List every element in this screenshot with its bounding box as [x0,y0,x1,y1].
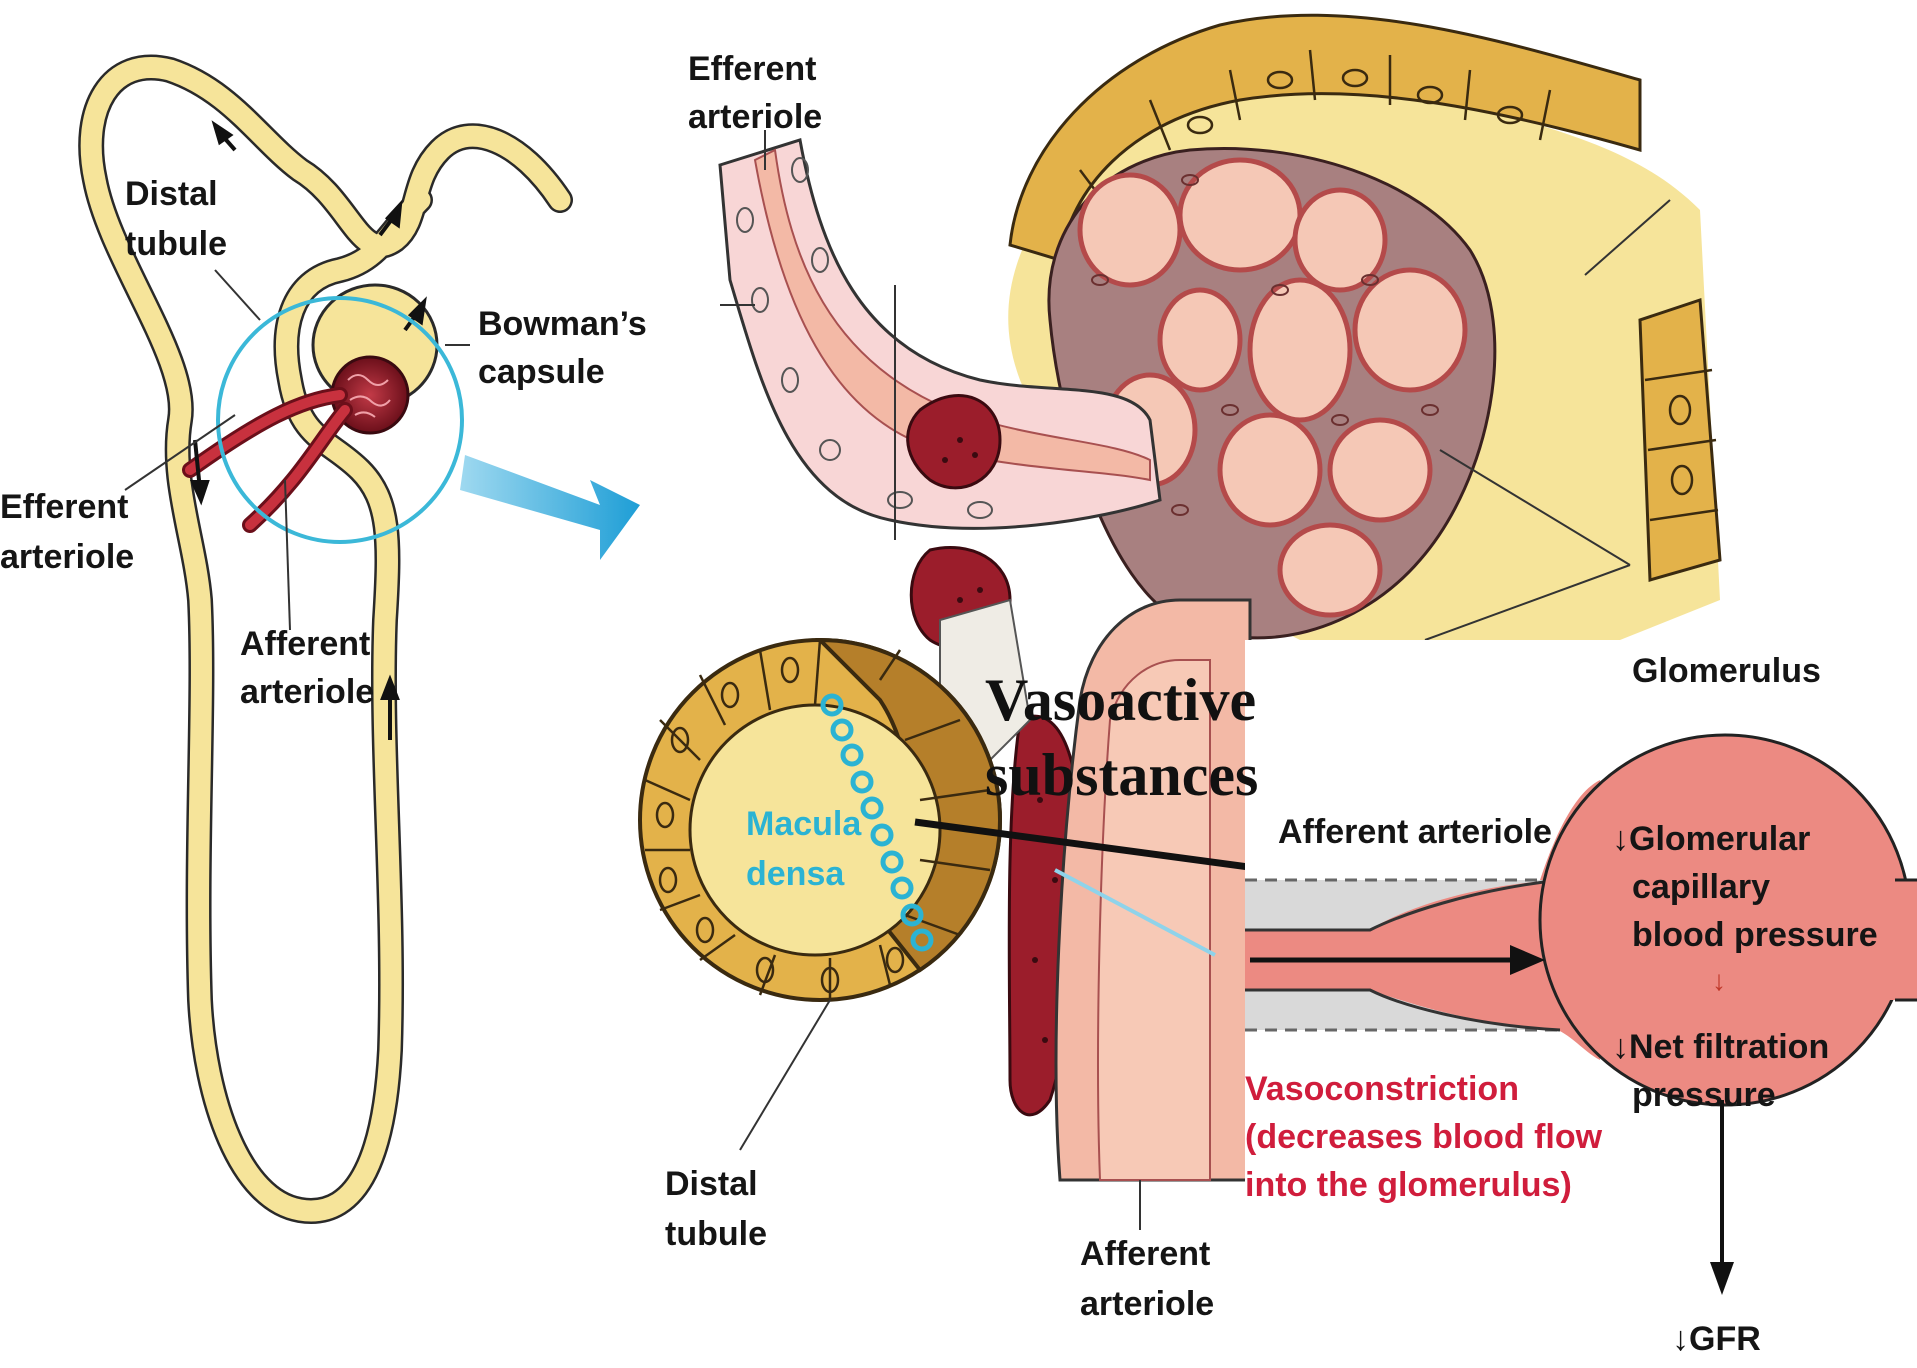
glomerulus-label: Glomerulus [1632,652,1821,690]
down-arrow-icon-nfp: ↓ [1612,1028,1629,1066]
svg-text:Bowman’s: Bowman’s [478,305,647,343]
vasoactive-label-2: substances [985,742,1258,808]
zoom-arrow-icon [460,455,640,560]
svg-text:↓Net filtration: ↓Net filtration [1612,1028,1829,1066]
mid-distal-tubule-label-1: Distal [665,1165,758,1203]
svg-text:arteriole: arteriole [688,98,822,136]
gfr-label: GFR [1689,1320,1761,1358]
mid-efferent-arteriole-label-2: arteriole [688,98,822,136]
macula-densa-label-2: densa [746,855,845,893]
svg-text:Efferent: Efferent [688,50,816,88]
net-filtration-label-1: Net filtration [1629,1028,1829,1066]
left-efferent-arteriole-label-1: Efferent [0,488,128,526]
vasoconstriction-label-2: (decreases blood flow [1245,1118,1603,1156]
svg-text:Macula: Macula [746,805,862,843]
mid-efferent-arteriole-label-1: Efferent [688,50,816,88]
mid-distal-tubule-label-2: tubule [665,1215,767,1253]
left-afferent-arteriole-label-2: arteriole [240,673,374,711]
efferent-vessel-tube [1890,880,1917,1000]
nephron-overview: Distal tubule Bowman’s capsule Efferent … [0,68,647,1211]
vasoactive-label-1: Vasoactive [985,667,1256,733]
bowmans-capsule-label-2: capsule [478,353,605,391]
svg-text:Afferent: Afferent [240,625,370,663]
svg-text:Afferent: Afferent [1080,1235,1210,1273]
glomerular-bp-label-2: capillary [1632,868,1770,906]
left-efferent-arteriole-label-2: arteriole [0,538,134,576]
svg-text:tubule: tubule [125,225,227,263]
svg-text:↓GFR: ↓GFR [1672,1320,1761,1358]
mid-afferent-arteriole-label-1: Afferent [1080,1235,1210,1273]
left-distal-tubule-label-1: Distal [125,175,218,213]
vasoconstriction-label-1: Vasoconstriction [1245,1070,1519,1108]
svg-text:tubule: tubule [665,1215,767,1253]
net-filtration-label-2: pressure [1632,1076,1776,1114]
gfr-flow-schematic: Glomerulus Afferent arteriole ↓Glomerula… [1245,640,1917,1363]
left-afferent-arteriole-label-1: Afferent [240,625,370,663]
svg-text:arteriole: arteriole [240,673,374,711]
bowmans-capsule-label-1: Bowman’s [478,305,647,343]
glomerular-bp-label-3: blood pressure [1632,916,1878,954]
glomerular-bp-label-1: Glomerular [1629,820,1810,858]
left-distal-tubule-label-2: tubule [125,225,227,263]
down-arrow-icon-mid: ↓ [1712,965,1726,996]
svg-text:Distal: Distal [125,175,218,213]
vasoconstriction-label-3: into the glomerulus) [1245,1166,1572,1204]
svg-text:Efferent: Efferent [0,488,128,526]
svg-text:densa: densa [746,855,845,893]
svg-text:arteriole: arteriole [0,538,134,576]
afferent-arteriole-label: Afferent arteriole [1278,813,1552,851]
macula-densa-label-1: Macula [746,805,862,843]
down-arrow-icon-gfr: ↓ [1672,1320,1689,1358]
svg-text:Distal: Distal [665,1165,758,1203]
mid-afferent-arteriole-label-2: arteriole [1080,1285,1214,1323]
svg-text:↓Glomerular: ↓Glomerular [1612,820,1810,858]
svg-text:arteriole: arteriole [1080,1285,1214,1323]
svg-text:capsule: capsule [478,353,605,391]
down-arrow-icon-bp: ↓ [1612,820,1629,858]
